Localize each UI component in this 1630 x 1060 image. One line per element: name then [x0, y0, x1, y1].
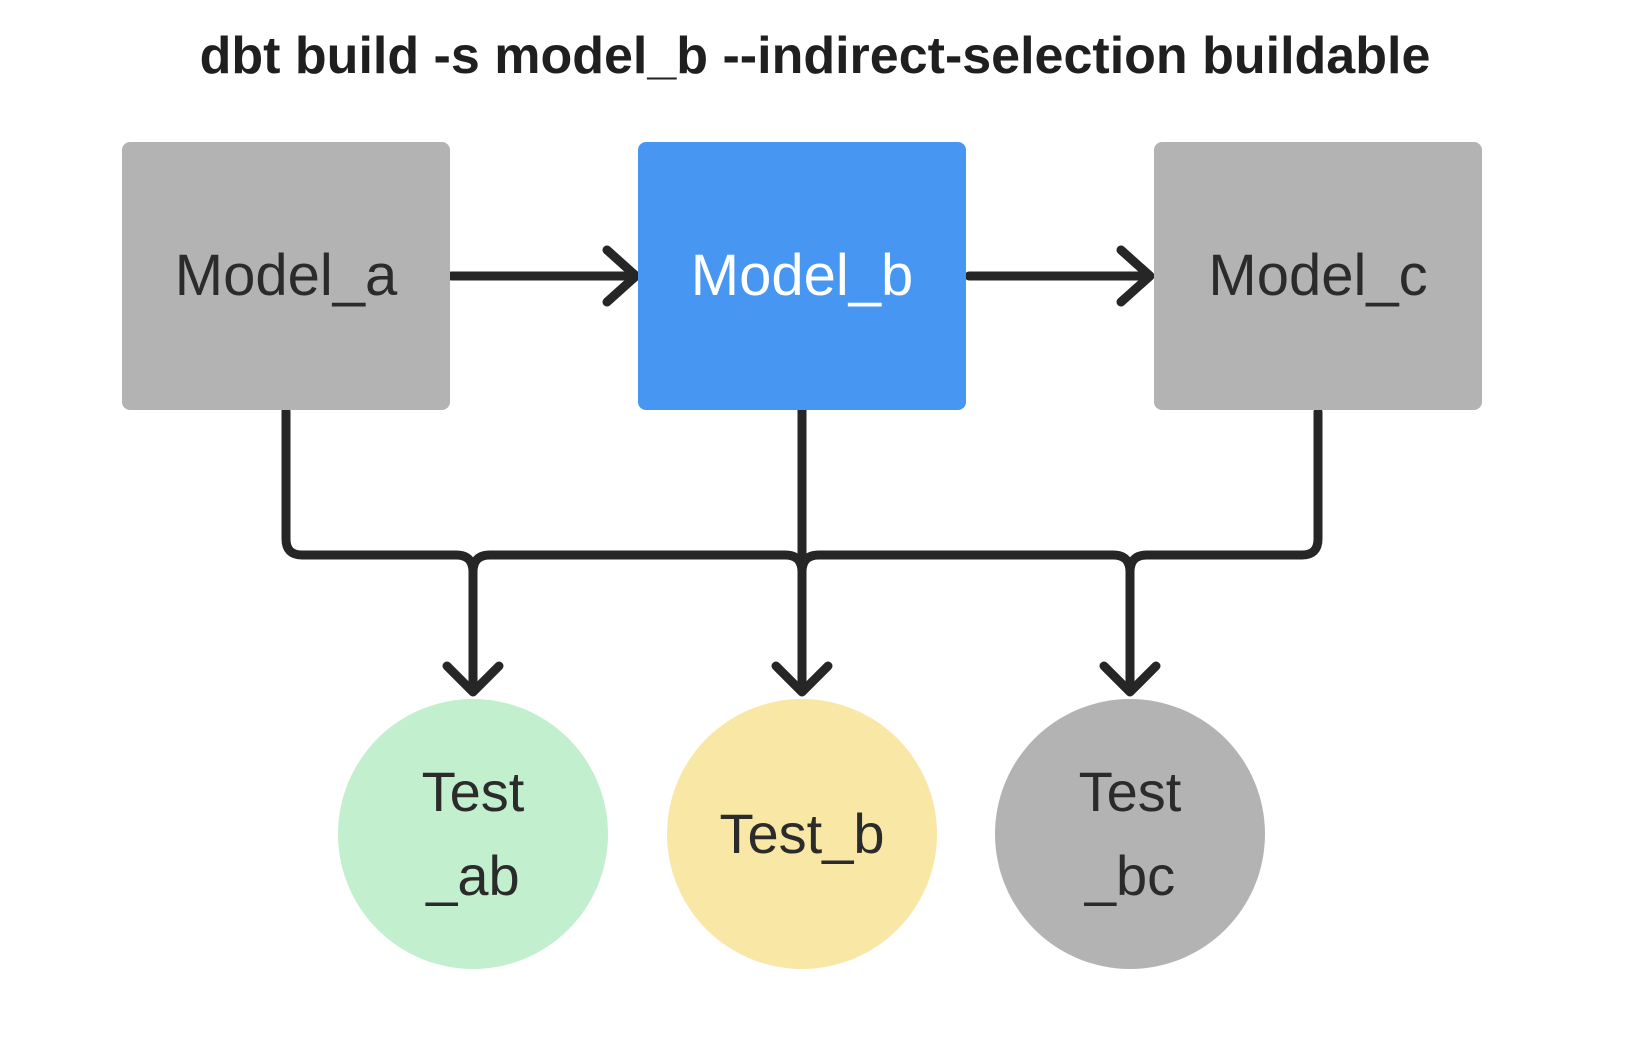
node-model-c-label: Model_c — [1208, 243, 1428, 309]
arrowhead-right-model-b-icon — [602, 245, 641, 307]
edge-bus-right-segment — [797, 550, 1135, 577]
arrowhead-down-test-ab-icon — [442, 661, 504, 697]
node-model-b-label: Model_b — [690, 243, 914, 309]
node-test-ab-label: Test _ab — [421, 760, 525, 907]
node-test-ab: Test _ab — [338, 699, 608, 969]
node-test-b-label: Test_b — [719, 802, 885, 865]
arrowhead-down-test-bc-icon — [1099, 661, 1161, 697]
node-test-b: Test_b — [667, 699, 937, 969]
node-model-b: Model_b — [638, 142, 966, 410]
node-test-bc: Test _bc — [995, 699, 1265, 969]
edge-bus-left-segment — [468, 550, 807, 577]
edge-model-c-to-test-bc-line — [1125, 407, 1323, 695]
node-model-c: Model_c — [1154, 142, 1482, 410]
node-model-a-label: Model_a — [174, 243, 398, 309]
node-model-a: Model_a — [122, 142, 450, 410]
node-test-bc-label: Test _bc — [1078, 760, 1182, 907]
diagram-title: dbt build -s model_b --indirect-selectio… — [199, 27, 1431, 85]
edge-model-a-to-test-ab-line — [281, 406, 478, 695]
arrowhead-down-test-b-icon — [771, 661, 833, 697]
arrowhead-right-model-c-icon — [1116, 245, 1155, 307]
